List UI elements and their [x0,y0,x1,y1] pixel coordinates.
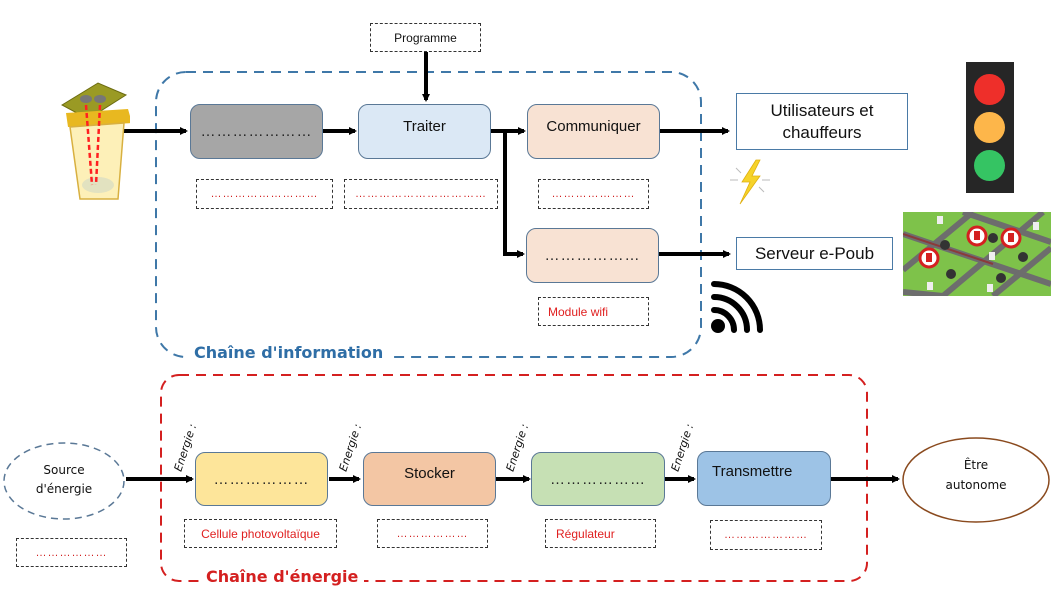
communicate2-component-label: Module wifi [548,304,609,319]
traffic-light-green [974,150,1005,181]
store-component-box: ……………… [377,519,488,548]
wifi-icon [708,280,766,336]
server-output-box: Serveur e-Poub [736,237,893,270]
traffic-light-red [974,74,1005,105]
acquire-component-label: ……………………… [210,188,319,200]
users-output-label: Utilisateurs et chauffeurs [770,100,874,142]
server-output-label: Serveur e-Poub [754,243,875,263]
supply-block: ……………… [195,452,328,506]
info-chain-title: Chaîne d'information [188,343,390,362]
users-output-box: Utilisateurs et chauffeurs [736,93,908,150]
goal-label: Être autonome [926,455,1026,495]
goal-text: Être autonome [945,458,1007,492]
supply-block-label: ……………… [213,470,310,488]
goal-ellipse [902,437,1050,523]
distribute-component-label: Régulateur [556,526,615,541]
transmit-block: Transmettre [697,451,831,506]
distribute-component-box: Régulateur [545,519,656,548]
communicate2-component-box: Module wifi [538,297,649,326]
process-block: Traiter [358,104,491,159]
traffic-light-icon [966,62,1014,193]
source-ellipse [3,442,125,520]
process-block-label: Traiter [403,118,446,135]
trash-bin-sensor-icon [58,75,132,205]
store-block: Stocker [363,452,496,506]
process-component-label: …………………………… [355,188,487,200]
programme-box: Programme [370,23,481,52]
process-component-box: …………………………… [344,179,498,209]
store-component-label: ……………… [396,527,469,540]
source-label: Source d'énergie [14,461,114,499]
energy-chain-title: Chaîne d'énergie [200,567,365,586]
distribute-block: ……………… [531,452,665,506]
communicate-component-label: ………………… [551,188,636,200]
traffic-light-amber [974,112,1005,143]
source-component-label: ……………… [35,546,108,559]
supply-component-box: Cellule photovoltaïque [184,519,337,548]
acquire-component-box: ……………………… [196,179,333,209]
transmit-block-label: Transmettre [712,463,793,480]
supply-component-label: Cellule photovoltaïque [201,526,320,541]
source-text: Source d'énergie [35,463,93,496]
communicate-component-box: ………………… [538,179,649,209]
programme-label: Programme [394,30,457,45]
transmit-component-box: ………………… [710,520,822,550]
info-chain-frame [155,71,702,358]
lightning-icon [728,158,772,206]
acquire-block: ………………… [190,104,323,159]
store-block-label: Stocker [404,465,455,482]
source-component-box: ……………… [16,538,127,567]
communicate2-block: ……………… [526,228,659,283]
distribute-block-label: ……………… [550,470,646,488]
communicate-block: Communiquer [527,104,660,159]
acquire-block-label: ………………… [200,123,313,140]
communicate-block-label: Communiquer [546,118,641,135]
communicate2-block-label: ……………… [544,247,641,264]
city-map-icon [903,212,1051,296]
transmit-component-label: ………………… [724,529,808,541]
